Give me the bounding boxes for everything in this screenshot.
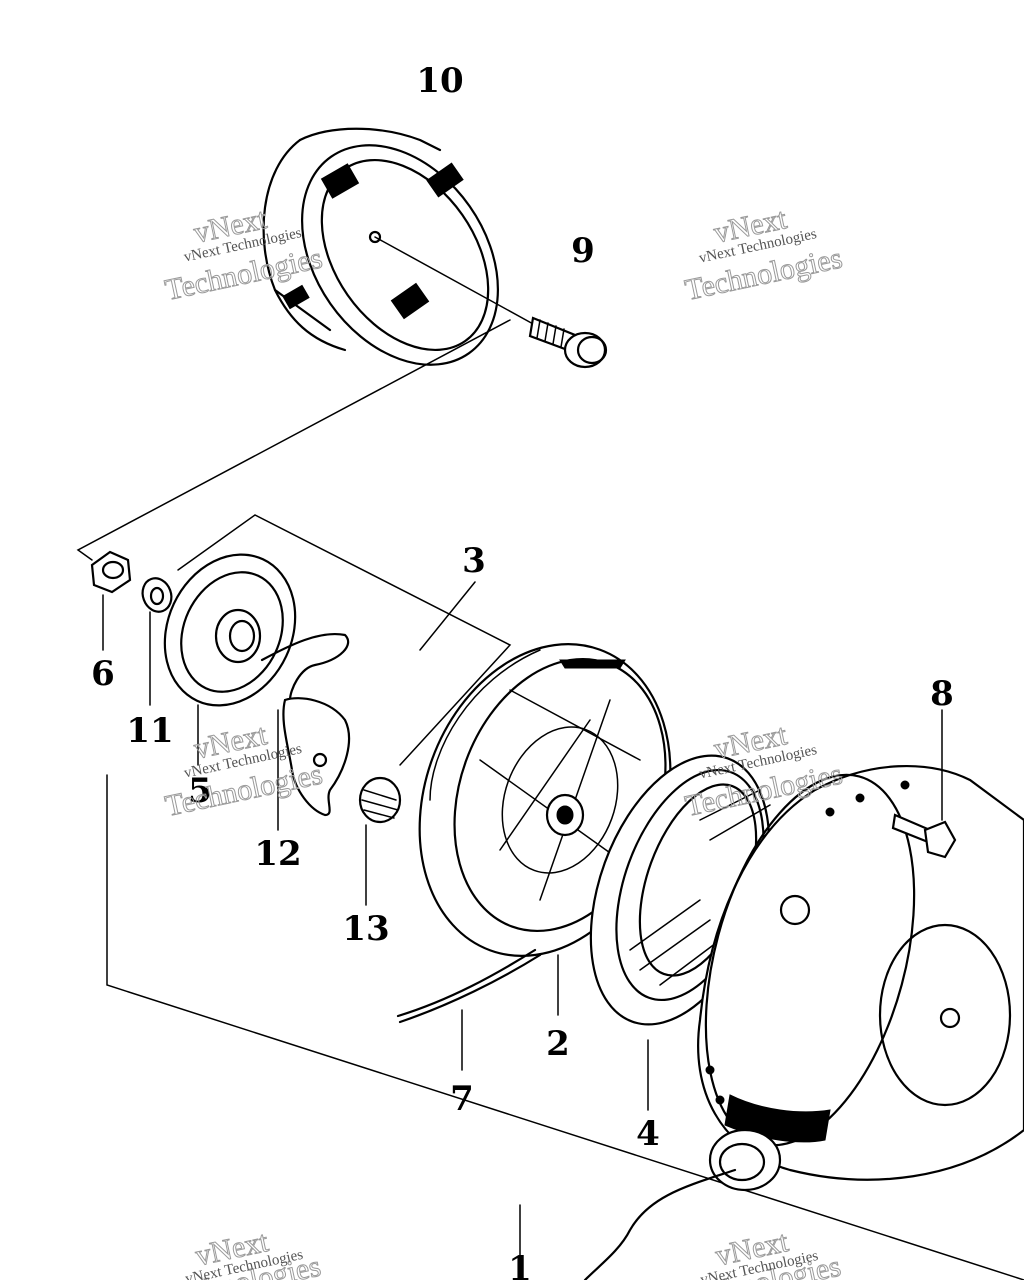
label-part-5: 5: [188, 771, 212, 811]
watermark-bottom-right: vNext Technologies vNext Technologies: [680, 1224, 844, 1280]
label-part-2: 2: [546, 1024, 570, 1064]
part-9-bolt: [374, 236, 608, 369]
label-part-1: 1: [508, 1249, 532, 1280]
label-part-12: 12: [254, 834, 301, 874]
part-10-pulley-cup: [262, 127, 500, 366]
part-13-small-spring: [358, 776, 402, 906]
part-6-nut: [90, 550, 132, 651]
watermark-bottom-left: vNext Technologies vNext Technologies: [160, 1224, 324, 1280]
part-12-pawl-spring: [260, 632, 350, 831]
part-7-rope: [396, 948, 542, 1071]
label-part-3: 3: [462, 541, 486, 581]
label-part-11: 11: [126, 711, 173, 751]
part-5-friction-plate: [163, 553, 297, 766]
part-3-leader: [419, 581, 476, 651]
part-11-washer: [141, 577, 173, 706]
label-part-8: 8: [930, 674, 954, 714]
watermark-top-right: vNext Technologies vNext Technologies: [682, 202, 846, 308]
label-part-13: 13: [342, 909, 389, 949]
assembly-guide-lines: [76, 319, 1024, 1280]
label-part-4: 4: [636, 1114, 660, 1154]
label-part-7: 7: [450, 1079, 474, 1119]
label-part-6: 6: [91, 654, 115, 694]
part-1-starter-housing: [583, 764, 1024, 1280]
label-part-10: 10: [416, 61, 463, 101]
label-part-9: 9: [571, 231, 595, 271]
part-8-housing-bolt: [891, 709, 957, 859]
